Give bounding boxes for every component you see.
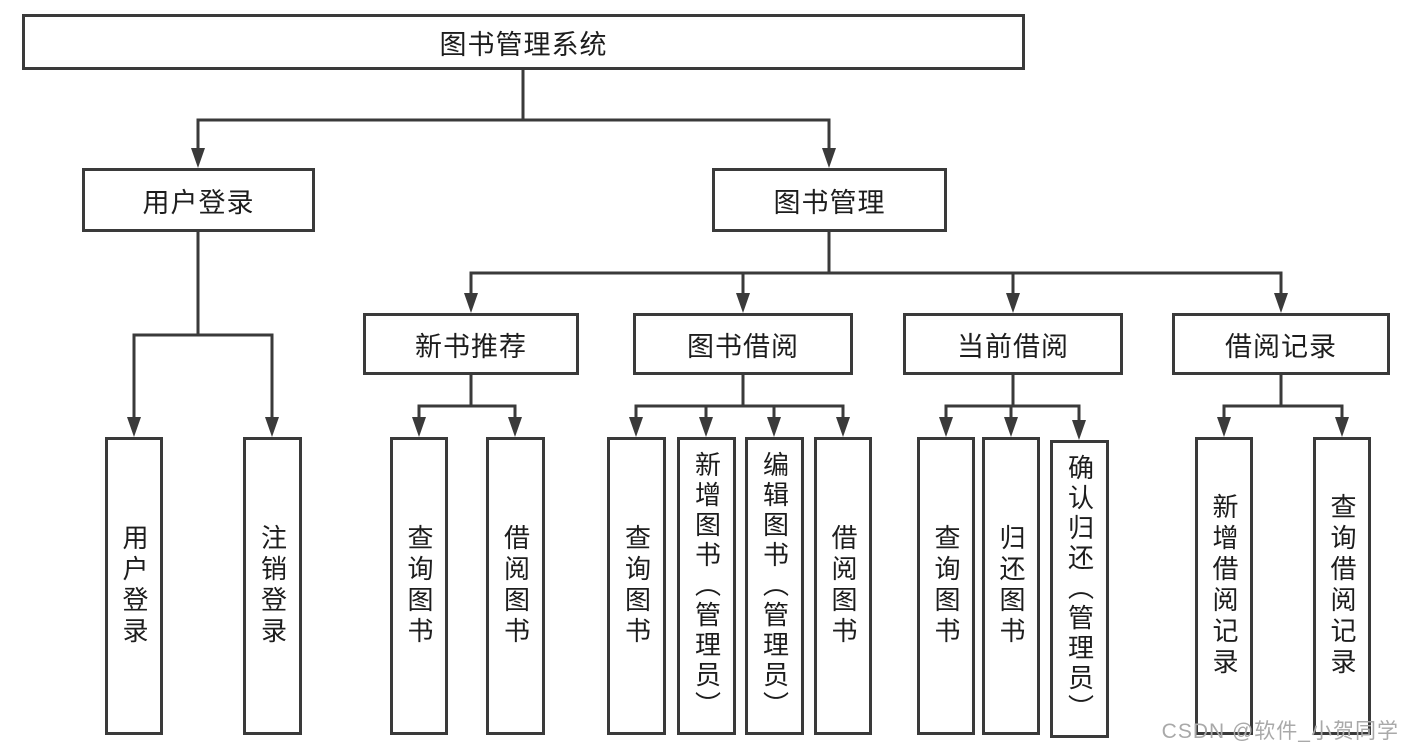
node-book-management: 图书管理	[712, 168, 947, 232]
node-label: 查询图书	[931, 524, 961, 648]
connector-new-book-recommend-children	[412, 373, 522, 437]
leaf-borrow-books-recommend: 借阅图书	[486, 437, 545, 735]
node-book-borrow: 图书借阅	[633, 313, 853, 375]
connector-borrow-records-children	[1217, 373, 1349, 437]
node-label: 图书管理	[773, 187, 886, 218]
node-label: 归还图书	[996, 524, 1026, 648]
leaf-return-books: 归还图书	[982, 437, 1040, 735]
node-root-library-management-system: 图书管理系统	[22, 14, 1025, 70]
leaf-query-books-current: 查询图书	[917, 437, 975, 735]
node-label: 新书推荐	[415, 331, 527, 362]
node-label: 查询图书	[621, 524, 652, 648]
leaf-edit-books-admin: 编辑图书（管理员）	[745, 437, 804, 735]
connector-current-borrow-children	[939, 373, 1086, 440]
node-label: 图书借阅	[687, 331, 799, 362]
node-label: 借阅图书	[500, 524, 531, 648]
leaf-query-books-borrow: 查询图书	[607, 437, 666, 735]
node-label: 新增借阅记录	[1209, 493, 1239, 679]
node-current-borrow: 当前借阅	[903, 313, 1123, 375]
node-label: 确认归还（管理员）	[1064, 454, 1095, 724]
node-label: 查询借阅记录	[1327, 493, 1357, 679]
connector-book-management-children	[464, 232, 1288, 313]
connector-book-borrow-children	[629, 373, 850, 437]
connector-root-to-level2	[191, 68, 836, 168]
node-user-login: 用户登录	[82, 168, 315, 232]
connector-user-login-children	[127, 232, 279, 437]
node-label: 注销登录	[257, 524, 288, 648]
leaf-borrow-books: 借阅图书	[814, 437, 872, 735]
node-label: 编辑图书（管理员）	[759, 451, 790, 721]
leaf-query-books-recommend: 查询图书	[390, 437, 448, 735]
node-label: 新增图书（管理员）	[691, 451, 722, 721]
node-label: 用户登录	[142, 187, 255, 218]
node-label: 图书管理系统	[439, 29, 608, 60]
node-new-book-recommend: 新书推荐	[363, 313, 579, 375]
node-borrow-records: 借阅记录	[1172, 313, 1390, 375]
leaf-query-borrow-record: 查询借阅记录	[1313, 437, 1371, 735]
leaf-add-borrow-record: 新增借阅记录	[1195, 437, 1253, 735]
leaf-logout: 注销登录	[243, 437, 302, 735]
leaf-user-login: 用户登录	[105, 437, 163, 735]
node-label: 当前借阅	[957, 331, 1069, 362]
node-label: 借阅图书	[828, 524, 858, 648]
csdn-watermark: CSDN @软件_小贺同学	[1161, 720, 1399, 743]
leaf-confirm-return-admin: 确认归还（管理员）	[1050, 440, 1109, 738]
node-label: 用户登录	[119, 524, 149, 648]
leaf-add-books-admin: 新增图书（管理员）	[677, 437, 736, 735]
node-label: 借阅记录	[1225, 331, 1337, 362]
node-label: 查询图书	[404, 524, 434, 648]
